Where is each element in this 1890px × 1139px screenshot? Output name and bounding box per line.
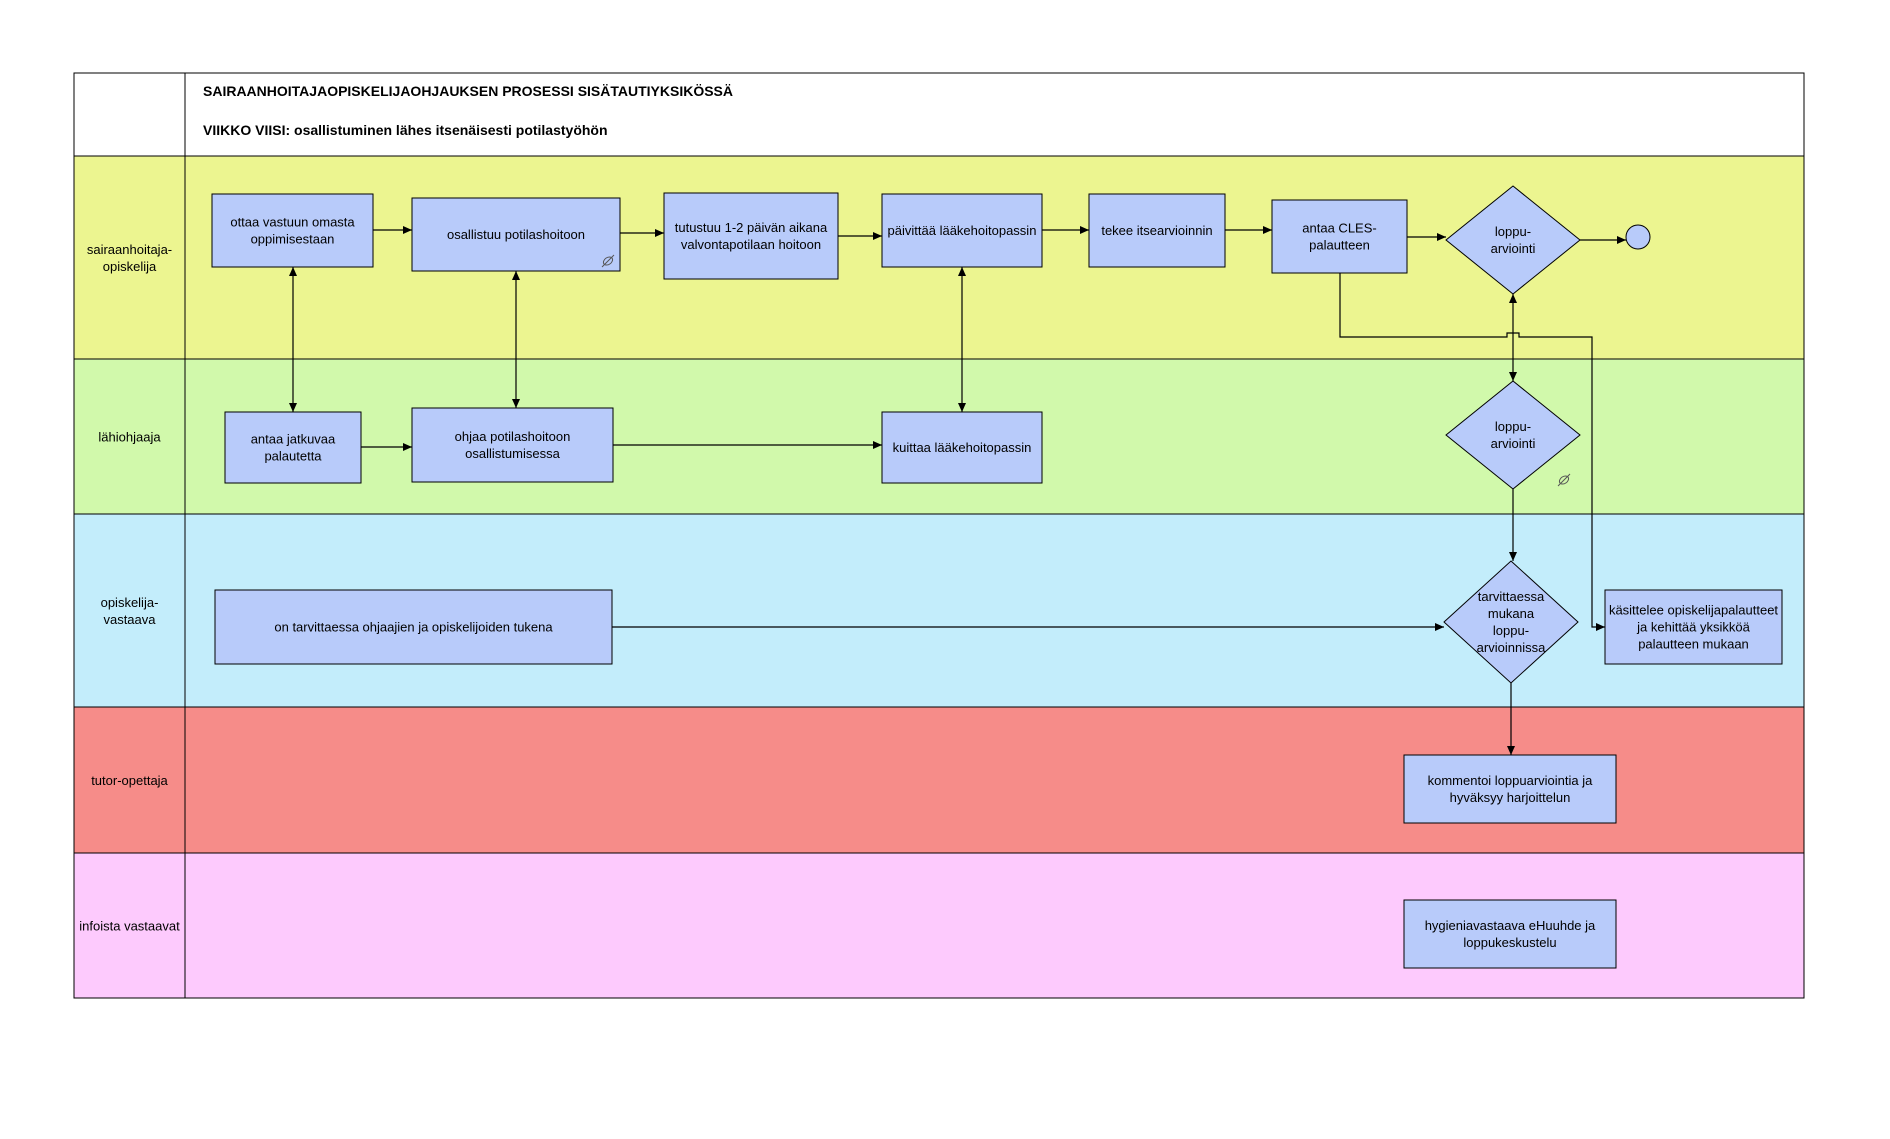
node-label-line: ohjaa potilashoitoon bbox=[455, 429, 571, 444]
node-label-line: palautteen mukaan bbox=[1638, 637, 1749, 652]
process-box bbox=[1403, 754, 1617, 824]
node-n1-process: ottaa vastuun omasta oppimisestaan bbox=[211, 193, 374, 268]
node-label-line: palautetta bbox=[264, 449, 322, 464]
node-label-line: loppu- bbox=[1495, 224, 1531, 239]
end-circle bbox=[1625, 224, 1651, 250]
lane-label: infoista vastaavat bbox=[79, 919, 180, 934]
node-d2-decision: loppu-arviointi bbox=[1445, 380, 1581, 490]
node-label-line: ottaa vastuun omasta bbox=[230, 215, 355, 230]
edge-n6-to-r2 bbox=[1339, 273, 1605, 631]
node-label-line: loppu- bbox=[1493, 623, 1529, 638]
node-label-line: arvioinnissa bbox=[1477, 640, 1546, 655]
lane-label: lähiohjaaja bbox=[98, 430, 161, 445]
lane-label: opiskelija bbox=[103, 259, 157, 274]
node-n2-process: osallistuu potilashoitoon bbox=[411, 197, 621, 272]
process-box bbox=[224, 411, 362, 484]
node-label-line: antaa CLES- bbox=[1302, 221, 1376, 236]
process-box bbox=[1271, 199, 1408, 274]
process-box bbox=[214, 589, 613, 665]
diagram-title: SAIRAANHOITAJAOPISKELIJAOHJAUKSEN PROSES… bbox=[203, 83, 733, 99]
node-label-line: mukana bbox=[1488, 606, 1535, 621]
node-label-line: osallistumisessa bbox=[465, 446, 560, 461]
node-n5-process: tekee itsearvioinnin bbox=[1088, 193, 1226, 268]
process-box bbox=[1604, 589, 1783, 665]
process-box bbox=[411, 407, 614, 483]
node-t1-process: kommentoi loppuarviointia ja hyväksyy har… bbox=[1403, 754, 1617, 824]
node-label-line: hygieniavastaava eHuuhde ja bbox=[1425, 918, 1596, 933]
node-label-line: kuittaa lääkehoitopassin bbox=[893, 440, 1032, 455]
node-label-line: kommentoi loppuarviointia ja bbox=[1428, 773, 1594, 788]
decision-diamond bbox=[1445, 185, 1581, 295]
process-box bbox=[881, 411, 1043, 484]
node-label-line: oppimisestaan bbox=[251, 232, 335, 247]
process-box bbox=[663, 192, 839, 280]
edges-layer bbox=[289, 226, 1626, 755]
lane-label: vastaava bbox=[103, 612, 156, 627]
header-layer: SAIRAANHOITAJAOPISKELIJAOHJAUKSEN PROSES… bbox=[73, 72, 1805, 157]
node-label-line: loppu- bbox=[1495, 419, 1531, 434]
node-label-line: ja kehittää yksikköä bbox=[1636, 620, 1750, 635]
node-label-line: valvontapotilaan hoitoon bbox=[681, 237, 821, 252]
process-box bbox=[881, 193, 1043, 268]
node-label-line: arviointi bbox=[1491, 436, 1536, 451]
node-label-line: loppukeskustelu bbox=[1463, 935, 1556, 950]
node-n3-process: tutustuu 1-2 päivän aikana valvontapotila… bbox=[663, 192, 839, 280]
node-label-line: osallistuu potilashoitoon bbox=[447, 227, 585, 242]
node-label-line: tekee itsearvioinnin bbox=[1101, 223, 1212, 238]
diagram-subtitle: VIIKKO VIISI: osallistuminen lähes itsen… bbox=[203, 122, 608, 138]
node-label-line: hyväksyy harjoittelun bbox=[1450, 790, 1571, 805]
decision-diamond bbox=[1445, 380, 1581, 490]
node-n4-process: päivittää lääkehoitopassin bbox=[881, 193, 1043, 268]
lane-label: sairaanhoitaja- bbox=[87, 242, 172, 257]
node-d1-decision: loppu-arviointi bbox=[1445, 185, 1581, 295]
node-i1-process: hygieniavastaava eHuuhde ja loppukeskuste… bbox=[1403, 899, 1617, 969]
node-label-line: käsittelee opiskelijapalautteet bbox=[1609, 603, 1778, 618]
node-d3-decision: tarvittaessa mukana loppu-arvioinnissa bbox=[1443, 560, 1579, 684]
node-label-line: on tarvittaessa ohjaajien ja opiskelijoi… bbox=[274, 620, 553, 635]
node-m3-process: kuittaa lääkehoitopassin bbox=[881, 411, 1043, 484]
node-r2-process: käsittelee opiskelijapalautteet ja kehitt… bbox=[1604, 589, 1783, 665]
nodes-layer: ottaa vastuun omasta oppimisestaan osallis… bbox=[211, 185, 1783, 969]
node-m1-process: antaa jatkuvaa palautetta bbox=[224, 411, 362, 484]
header-box bbox=[73, 72, 1805, 157]
process-box bbox=[411, 197, 621, 272]
decision-diamond bbox=[1443, 560, 1579, 684]
lanes-layer: sairaanhoitaja-opiskelija lähiohjaaja opis… bbox=[73, 155, 1805, 999]
node-m2-process: ohjaa potilashoitoon osallistumisessa bbox=[411, 407, 614, 483]
process-box bbox=[1403, 899, 1617, 969]
process-box bbox=[1088, 193, 1226, 268]
node-label-line: päivittää lääkehoitopassin bbox=[888, 223, 1037, 238]
link-icon bbox=[1557, 473, 1571, 487]
node-label-line: antaa jatkuvaa bbox=[251, 432, 336, 447]
node-r1-process: on tarvittaessa ohjaajien ja opiskelijoi… bbox=[214, 589, 613, 665]
node-end-end-event bbox=[1625, 224, 1651, 250]
lane-label: opiskelija- bbox=[101, 595, 159, 610]
lane-label: tutor-opettaja bbox=[91, 773, 168, 788]
node-n6-process: antaa CLES-palautteen bbox=[1271, 199, 1408, 274]
node-label-line: tarvittaessa bbox=[1478, 589, 1545, 604]
node-label-line: palautteen bbox=[1309, 238, 1370, 253]
node-label-line: arviointi bbox=[1491, 241, 1536, 256]
link-icon bbox=[601, 254, 615, 268]
process-box bbox=[211, 193, 374, 268]
node-label-line: tutustuu 1-2 päivän aikana bbox=[675, 220, 828, 235]
